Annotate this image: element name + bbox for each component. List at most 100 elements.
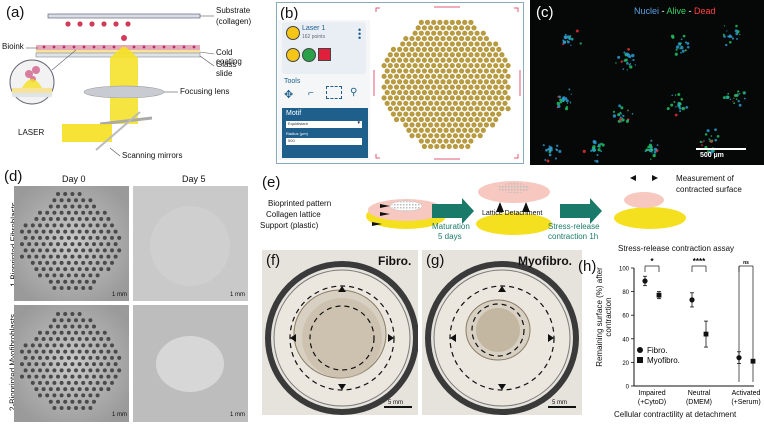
print-dot bbox=[443, 73, 449, 79]
focusing-lens bbox=[83, 85, 165, 99]
print-dot bbox=[437, 106, 443, 112]
print-dot bbox=[390, 57, 396, 63]
cell-dot bbox=[564, 33, 567, 36]
cell-dot bbox=[621, 118, 625, 122]
fibro-lattice-image bbox=[262, 250, 419, 415]
print-dot bbox=[499, 106, 505, 112]
print-dot bbox=[483, 46, 489, 52]
print-dot bbox=[418, 73, 424, 79]
print-dot bbox=[440, 133, 446, 139]
cell-dot bbox=[673, 101, 676, 103]
print-dot bbox=[409, 46, 415, 52]
printed-spot bbox=[48, 242, 53, 247]
cell-dot bbox=[671, 94, 674, 97]
crop-tool-icon[interactable]: ⌐ bbox=[308, 88, 314, 99]
printed-spot bbox=[56, 349, 60, 354]
printed-spot bbox=[70, 267, 75, 272]
cell-dot bbox=[548, 145, 551, 148]
print-dot bbox=[468, 138, 474, 144]
cell-dot bbox=[622, 68, 625, 70]
print-dot bbox=[409, 111, 415, 117]
print-dot bbox=[449, 95, 455, 101]
printed-spot bbox=[38, 380, 42, 385]
printed-spot bbox=[106, 254, 111, 259]
printed-spot bbox=[34, 242, 39, 247]
print-dot bbox=[409, 79, 415, 85]
yellow-circle-icon[interactable] bbox=[286, 48, 300, 62]
printed-spot bbox=[41, 242, 46, 247]
printed-spot bbox=[34, 337, 39, 342]
printed-spot bbox=[59, 248, 64, 253]
radius-input[interactable]: 500 bbox=[286, 138, 362, 145]
print-dot bbox=[468, 62, 474, 69]
printed-spot bbox=[106, 337, 111, 342]
cell-dot bbox=[706, 129, 710, 133]
print-dot bbox=[468, 127, 474, 133]
print-dot bbox=[502, 100, 508, 106]
printed-spot bbox=[99, 362, 104, 367]
print-dot bbox=[412, 30, 418, 36]
move-tool-icon[interactable]: ✥ bbox=[284, 89, 294, 101]
cell-dot bbox=[735, 98, 738, 100]
cell-dot bbox=[699, 140, 703, 144]
print-dot bbox=[505, 95, 511, 101]
pattern-canvas[interactable] bbox=[372, 4, 522, 162]
print-dot bbox=[400, 106, 406, 112]
print-dot bbox=[490, 79, 496, 85]
print-dot bbox=[437, 138, 443, 144]
print-dot bbox=[384, 68, 390, 74]
print-dot bbox=[434, 25, 440, 31]
cell-dot bbox=[566, 40, 570, 44]
print-dot bbox=[418, 19, 424, 25]
printed-spot bbox=[63, 399, 68, 404]
print-dot bbox=[477, 111, 483, 117]
print-dot bbox=[400, 41, 406, 47]
printed-spot bbox=[88, 318, 93, 323]
more-vert-icon[interactable]: ••• bbox=[358, 25, 362, 43]
print-dot bbox=[400, 84, 406, 90]
print-dot bbox=[446, 143, 452, 150]
cell-dot bbox=[714, 138, 718, 142]
print-dot bbox=[455, 41, 462, 47]
printed-spot bbox=[63, 242, 68, 247]
cell-dot bbox=[557, 95, 560, 98]
print-dot bbox=[474, 127, 480, 133]
green-circle-icon[interactable] bbox=[302, 48, 316, 62]
print-dot bbox=[474, 116, 480, 123]
print-dot bbox=[477, 68, 483, 74]
printed-spot bbox=[81, 343, 86, 348]
print-dot bbox=[421, 35, 427, 42]
print-dot bbox=[474, 84, 480, 90]
cell-dot bbox=[677, 104, 681, 107]
print-dot bbox=[393, 116, 400, 123]
printed-spot bbox=[48, 324, 53, 329]
printed-spot bbox=[63, 192, 68, 196]
laser-beam bbox=[62, 124, 112, 142]
printed-spot bbox=[34, 254, 39, 259]
red-square-icon[interactable] bbox=[318, 48, 331, 61]
cell-dot bbox=[728, 40, 732, 44]
cell-dot bbox=[735, 32, 739, 36]
printed-spot bbox=[70, 374, 75, 379]
print-dot bbox=[406, 95, 412, 101]
category-label: (DMEM) bbox=[686, 399, 712, 406]
printed-spot bbox=[66, 285, 71, 290]
cell-dot bbox=[545, 148, 548, 152]
print-dot bbox=[409, 57, 415, 63]
printed-spot bbox=[102, 380, 107, 385]
print-dot bbox=[477, 133, 483, 139]
print-dot bbox=[440, 143, 446, 150]
printed-spot bbox=[66, 405, 71, 410]
print-dot bbox=[397, 111, 403, 117]
printed-spot bbox=[70, 324, 75, 329]
stamp-tool-icon[interactable]: ⚲ bbox=[350, 87, 358, 98]
cell-dot bbox=[554, 157, 558, 160]
motif-select[interactable]: Equidistant ▾ bbox=[286, 120, 362, 128]
layer-card[interactable]: Laser 1 162 points ••• bbox=[282, 22, 366, 74]
print-dot bbox=[387, 95, 393, 101]
cell-dot bbox=[728, 35, 731, 38]
print-dot bbox=[474, 30, 480, 36]
cell-dot bbox=[548, 153, 552, 157]
select-tool-icon[interactable] bbox=[326, 86, 342, 99]
printed-spot bbox=[66, 368, 71, 373]
